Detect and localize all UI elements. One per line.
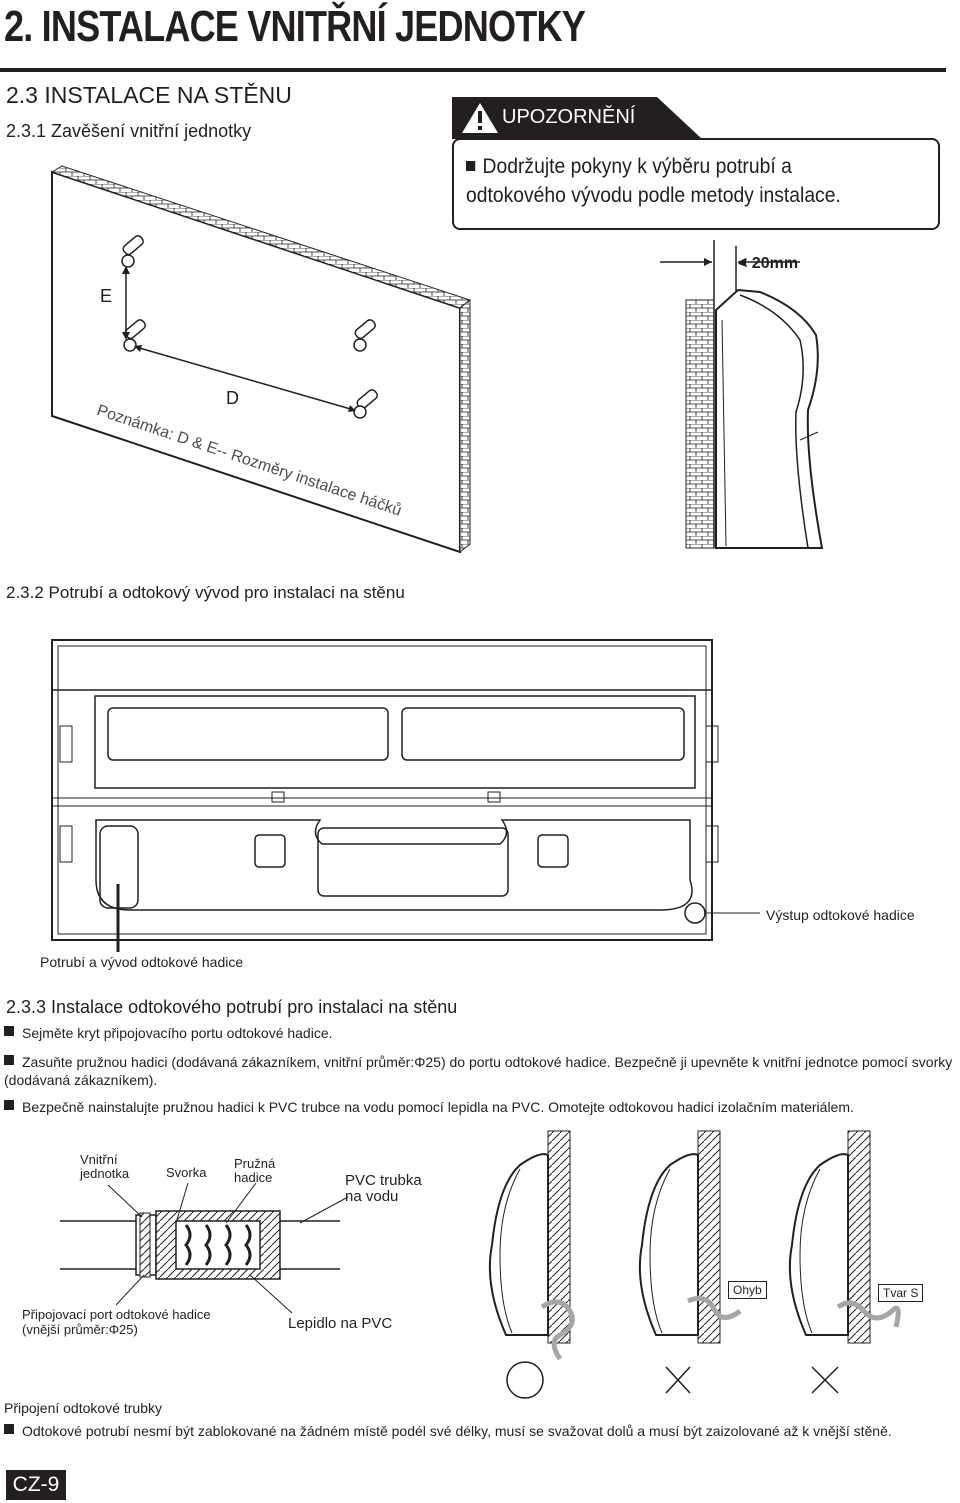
instruction-2-text: Zasuňte pružnou hadici (dodávaná zákazní… [4, 1054, 953, 1088]
label-d: D [226, 388, 239, 408]
instruction-2: Zasuňte pružnou hadici (dodávaná zákazní… [4, 1053, 959, 1089]
label-s-shape: Tvar S [878, 1284, 924, 1302]
label-pvc-glue: Lepidlo na PVC [288, 1315, 393, 1332]
drain-connection-text-content: Odtokové potrubí nesmí být zablokované n… [22, 1423, 892, 1439]
page-number: CZ-9 [12, 1473, 60, 1496]
side-view-2 [638, 1130, 742, 1394]
label-bend: Ohyb [728, 1281, 767, 1299]
instruction-1-text: Sejměte kryt připojovacího portu odtokov… [22, 1025, 333, 1041]
side-view-1 [488, 1130, 575, 1399]
warning-text-content: Dodržujte pokyny k výběru potrubí a odto… [466, 155, 841, 207]
subsection-heading-1: 2.3.1 Zavěšení vnitřní jednotky [6, 121, 252, 141]
bullet-icon [466, 161, 476, 171]
bullet-icon [4, 1026, 14, 1036]
label-flex-hose-line1: Pružná [234, 1156, 276, 1171]
label-indoor-unit: Vnitřní jednotka [80, 1153, 129, 1181]
dimension-label: < 20mm [738, 255, 799, 272]
label-indoor-unit-line1: Vnitřní [80, 1152, 118, 1167]
label-connection-port: Připojovací port odtokové hadice (vnější… [22, 1307, 211, 1337]
warning-text: Dodržujte pokyny k výběru potrubí a odto… [466, 152, 889, 210]
bullet-icon [4, 1424, 14, 1434]
bullet-icon [4, 1055, 14, 1065]
subsection-heading-2: 2.3.2 Potrubí a odtokový vývod pro insta… [6, 583, 405, 602]
instruction-3-text: Bezpečně nainstalujte pružnou hadici k P… [22, 1099, 854, 1115]
instruction-1: Sejměte kryt připojovacího portu odtokov… [4, 1025, 954, 1041]
label-connection-port-line1: Připojovací port odtokové hadice [22, 1307, 211, 1322]
label-connection-port-line2: (vnější průměr:Φ25) [22, 1322, 138, 1337]
label-pvc-pipe-line2: na vodu [345, 1188, 399, 1205]
figure-unit-back [51, 639, 760, 952]
figure-wall-hooks [50, 165, 824, 554]
label-indoor-unit-line2: jednotka [80, 1166, 130, 1181]
label-drain-pipe: Potrubí a vývod odtokové hadice [40, 954, 244, 970]
bullet-icon [4, 1100, 14, 1110]
warning-icon [462, 100, 498, 136]
label-pvc-pipe: PVC trubka na vodu [345, 1173, 422, 1205]
label-flex-hose-line2: hadice [234, 1170, 273, 1185]
page-number-box [6, 1470, 66, 1500]
warning-tab [452, 97, 702, 139]
label-clamp: Svorka [166, 1165, 207, 1180]
title-rule [0, 68, 946, 72]
label-e: E [100, 286, 113, 306]
instruction-3: Bezpečně nainstalujte pružnou hadici k P… [4, 1099, 959, 1115]
figure-hose-connection [60, 1130, 901, 1399]
drain-connection-heading: Připojení odtokové trubky [4, 1400, 162, 1416]
drain-connection-text: Odtokové potrubí nesmí být zablokované n… [4, 1423, 959, 1440]
warning-label: UPOZORNĚNÍ [502, 106, 636, 128]
warning-box [452, 138, 940, 230]
label-drain-outlet: Výstup odtokové hadice [766, 907, 915, 923]
page-title: 2. INSTALACE VNITŘNÍ JEDNOTKY [4, 2, 586, 51]
label-pvc-pipe-line1: PVC trubka [345, 1172, 422, 1189]
section-heading: 2.3 INSTALACE NA STĚNU [6, 82, 292, 108]
label-flex-hose: Pružná hadice [234, 1157, 275, 1185]
side-view-3 [788, 1130, 901, 1394]
subsection-heading-3: 2.3.3 Instalace odtokového potrubí pro i… [6, 997, 458, 1017]
